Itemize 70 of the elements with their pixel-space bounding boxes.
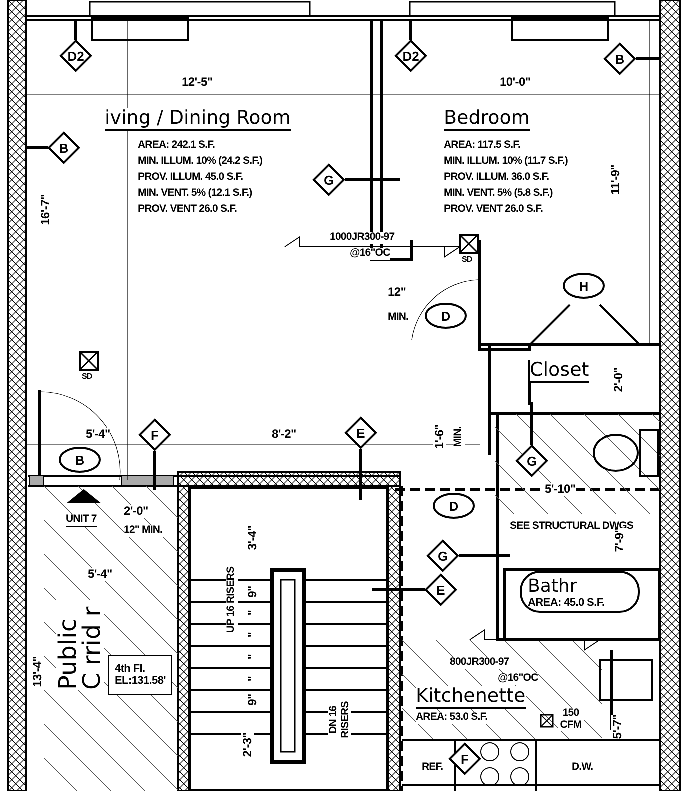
- dimension-text: 2'-3": [241, 732, 255, 758]
- elevation-tag: [108, 655, 172, 695]
- dimension-text: 12" MIN.: [124, 525, 163, 537]
- room-name: Closet: [530, 360, 590, 383]
- leader-line: [154, 451, 156, 490]
- room-name: Kitchenette: [416, 686, 526, 709]
- leader-line: [345, 178, 400, 182]
- dimension-text: 11'-9": [609, 164, 623, 196]
- leader-line: [636, 58, 660, 60]
- dimension-text: 12'-5": [182, 76, 213, 90]
- dimension-text: 16'-7": [39, 194, 53, 226]
- door-tag: F: [139, 419, 171, 451]
- room-name: Bathr: [528, 576, 578, 596]
- dimension-text: 7'-9": [613, 528, 627, 552]
- elevation-text: EL:131.58': [115, 675, 166, 687]
- door-tag: G: [516, 445, 548, 477]
- leader-line: [410, 20, 412, 40]
- door-tag: G: [313, 164, 345, 196]
- joist-spacing: @16"OC: [498, 673, 538, 685]
- stair-text: UP 16 RISERS: [226, 566, 238, 634]
- leader-line: [26, 146, 48, 150]
- dimension-text: 5'-4": [88, 568, 112, 582]
- door-tag: D2: [60, 40, 92, 72]
- unit-label: UNIT 7: [66, 514, 97, 527]
- room-name: Public C rrid r: [56, 600, 104, 690]
- leader-line: [530, 402, 534, 445]
- door-tag: F: [449, 743, 481, 775]
- door-tag: B: [59, 447, 101, 473]
- leader-line: [360, 449, 362, 500]
- door-tag: D: [433, 493, 475, 519]
- smoke-detector-text: SD: [462, 256, 472, 265]
- dimension-text: MIN.: [453, 426, 465, 448]
- room-tag: [520, 571, 640, 613]
- leader-line: [372, 588, 425, 592]
- exhaust-note: 150 CFM: [558, 708, 584, 732]
- room-name: iving / Dining Room: [105, 108, 291, 131]
- door-tag: E: [345, 417, 377, 449]
- dimension-text: 3'-4": [246, 526, 260, 550]
- dimension-text: 2'-0": [612, 368, 626, 392]
- smoke-detector-text: SD: [82, 373, 92, 382]
- dimension-text: 8'-2": [272, 428, 296, 442]
- dimension-text: 1'-6": [433, 424, 447, 450]
- joist-note: 800JR300-97: [450, 657, 510, 669]
- door-tag: E: [425, 574, 457, 606]
- dimension-text: 5'-4": [86, 428, 110, 442]
- door-tag: D: [425, 303, 467, 329]
- joist-note: 1000JR300-97: [330, 232, 395, 244]
- door-tag: H: [563, 273, 605, 299]
- riser-dimension: 9": [246, 694, 260, 706]
- code-note: MIN. ILLUM. 10% (11.7 S.F.): [444, 156, 568, 168]
- floor-level-text: 4th Fl.: [115, 663, 146, 675]
- joist-spacing: @16"OC: [350, 248, 390, 260]
- leader-line: [74, 20, 78, 40]
- leader-line: [459, 554, 510, 558]
- code-note: MIN. VENT. 5% (12.1 S.F.): [138, 188, 252, 200]
- dimension-text: 10'-0": [500, 76, 531, 90]
- door-tag: D2: [395, 40, 427, 72]
- area-text: AREA: 53.0 S.F.: [416, 712, 488, 724]
- door-tag: G: [427, 540, 459, 572]
- dimension-text: 2'-0": [124, 505, 148, 518]
- dimension-text: 5'-7": [611, 714, 625, 740]
- dimension-text: 13'-4": [31, 656, 45, 688]
- door-tag: B: [604, 43, 636, 75]
- dimension-text: 5'-10": [545, 483, 576, 496]
- door-tag: B: [48, 132, 80, 164]
- room-name: Bedroom: [444, 108, 530, 131]
- area-text: AREA: 45.0 S.F.: [528, 596, 605, 608]
- riser-dimension: 9": [246, 586, 260, 598]
- code-note: MIN. ILLUM. 10% (24.2 S.F.): [138, 156, 263, 168]
- code-note: MIN. VENT. 5% (5.8 S.F.): [444, 188, 553, 200]
